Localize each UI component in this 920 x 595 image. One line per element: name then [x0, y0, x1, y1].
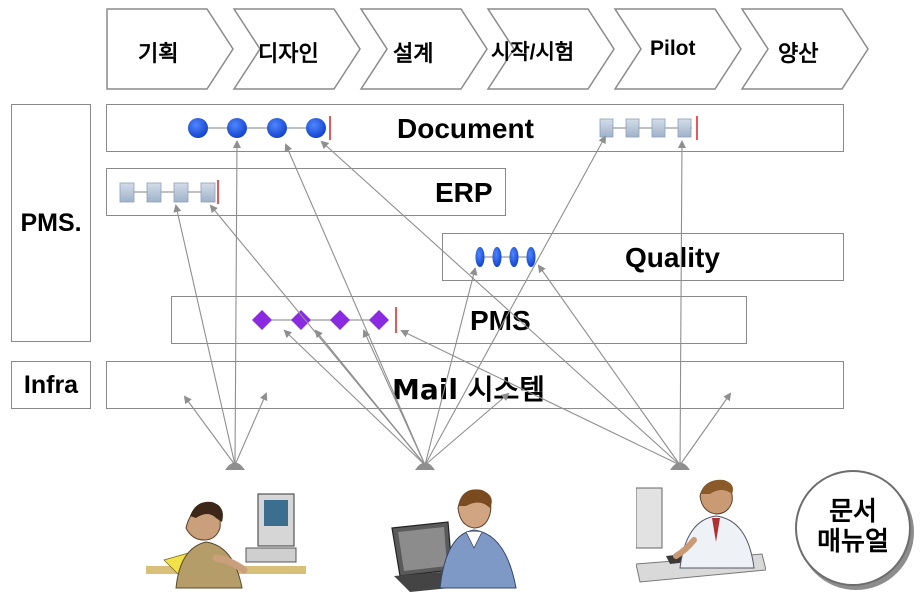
system-box-mail: [106, 361, 844, 409]
phase-chevron-6: [740, 8, 869, 90]
flow-node-oval: [475, 247, 485, 267]
flow-node-oval: [492, 247, 502, 267]
flow-node-diamond: [291, 310, 311, 330]
document-circle-flow: [188, 116, 331, 140]
manual-badge: 문서 매뉴얼: [795, 470, 911, 586]
flow-node-diamond: [252, 310, 272, 330]
flow-node-square: [173, 182, 189, 203]
side-label-pms: PMS.: [11, 104, 91, 342]
phase-label-2: 디자인: [258, 41, 319, 66]
flow-node-square: [625, 118, 640, 138]
phase-chevron-3: [359, 8, 488, 90]
phase-label-6: 양산: [778, 41, 819, 66]
phase-bar: [106, 8, 869, 90]
phase-label-3: 설계: [393, 41, 434, 66]
badge-line-1: 문서: [829, 497, 877, 528]
flow-node-circle: [267, 118, 287, 138]
document-square-flow: [599, 116, 698, 140]
system-label-erp: ERP: [435, 177, 493, 208]
flow-node-oval: [526, 247, 536, 267]
system-label-document: Document: [397, 113, 534, 144]
flow-node-diamond: [330, 310, 350, 330]
arrows: [173, 135, 732, 466]
user-figure-manager: [636, 479, 766, 583]
phase-chevron-5: [613, 8, 742, 90]
flow-node-square: [200, 182, 216, 203]
user-figure-engineer: [391, 489, 517, 592]
erp-square-flow: [119, 180, 219, 204]
badge-line-2: 매뉴얼: [817, 527, 889, 557]
phase-chevron-1: [106, 8, 234, 90]
quality-oval-flow: [475, 247, 536, 267]
flow-node-circle: [227, 118, 247, 138]
phase-label-5: Pilot: [650, 37, 696, 60]
phase-chevron-4: [486, 8, 615, 90]
flow-node-circle: [306, 118, 326, 138]
flow-node-square: [119, 182, 135, 203]
system-label-mail: Mail 시스템: [392, 373, 545, 406]
phase-label-1: 기획: [138, 41, 179, 66]
arrow-hubs: [225, 462, 690, 470]
flow-node-oval: [509, 247, 519, 267]
system-label-quality: Quality: [625, 242, 720, 273]
flow-node-square: [677, 118, 692, 138]
pms-diamond-flow: [252, 307, 397, 333]
flow-node-diamond: [369, 310, 389, 330]
flow-node-square: [599, 118, 614, 138]
flow-node-circle: [188, 118, 208, 138]
phase-chevron-2: [232, 8, 361, 90]
flow-node-square: [651, 118, 666, 138]
phase-label-4: 시작/시험: [491, 41, 575, 64]
side-label-infra: Infra: [11, 361, 91, 409]
flow-node-square: [146, 182, 162, 203]
user-figure-designer: [146, 493, 306, 589]
